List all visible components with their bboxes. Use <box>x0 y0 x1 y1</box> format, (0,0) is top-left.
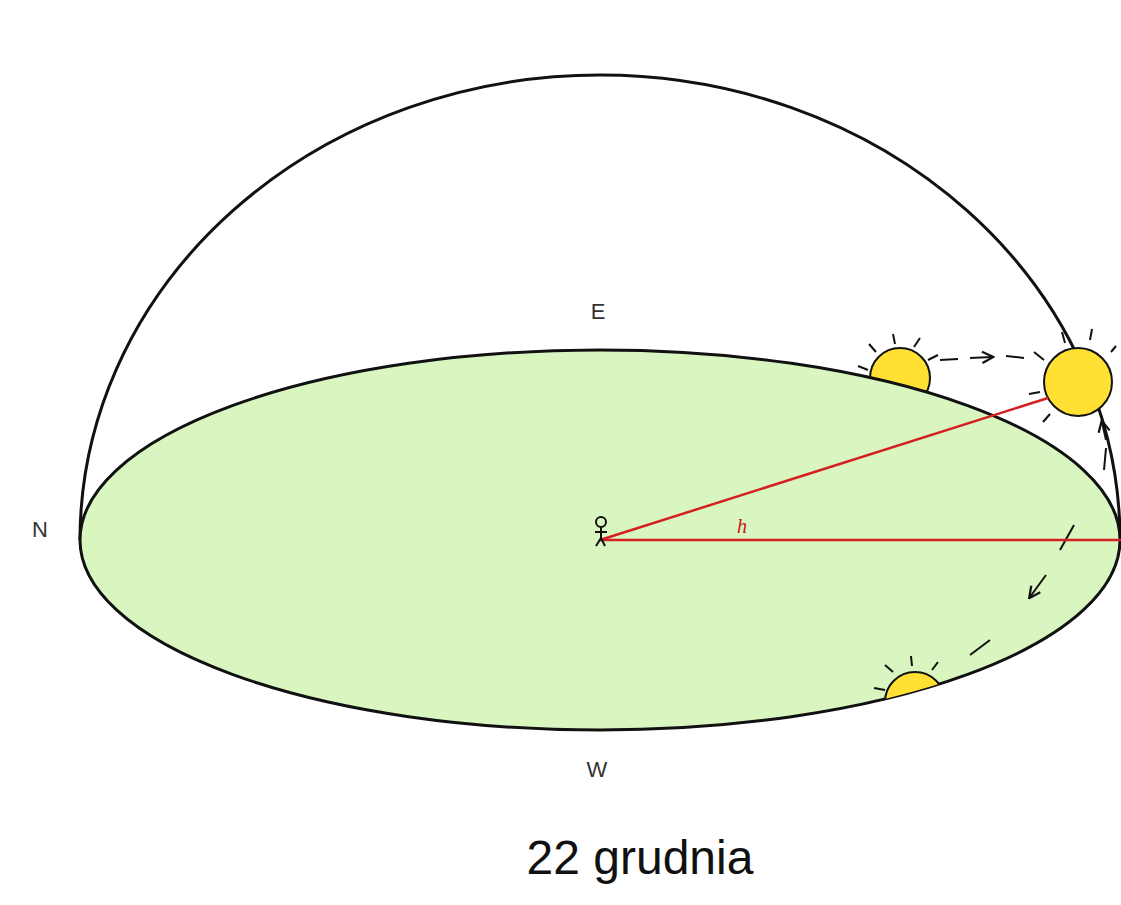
compass-label: W <box>587 759 608 781</box>
altitude-lines <box>600 398 1121 540</box>
observer-figure <box>595 517 607 546</box>
noon-sun <box>1029 329 1116 422</box>
caption: 22 grudnia <box>527 834 754 882</box>
sun-path-arrows <box>940 356 1106 655</box>
horizon-plane <box>80 350 1120 730</box>
angle-label: h <box>737 516 747 536</box>
compass-label: N <box>32 519 48 541</box>
setting-sun <box>874 656 945 732</box>
compass-label: E <box>591 301 606 323</box>
